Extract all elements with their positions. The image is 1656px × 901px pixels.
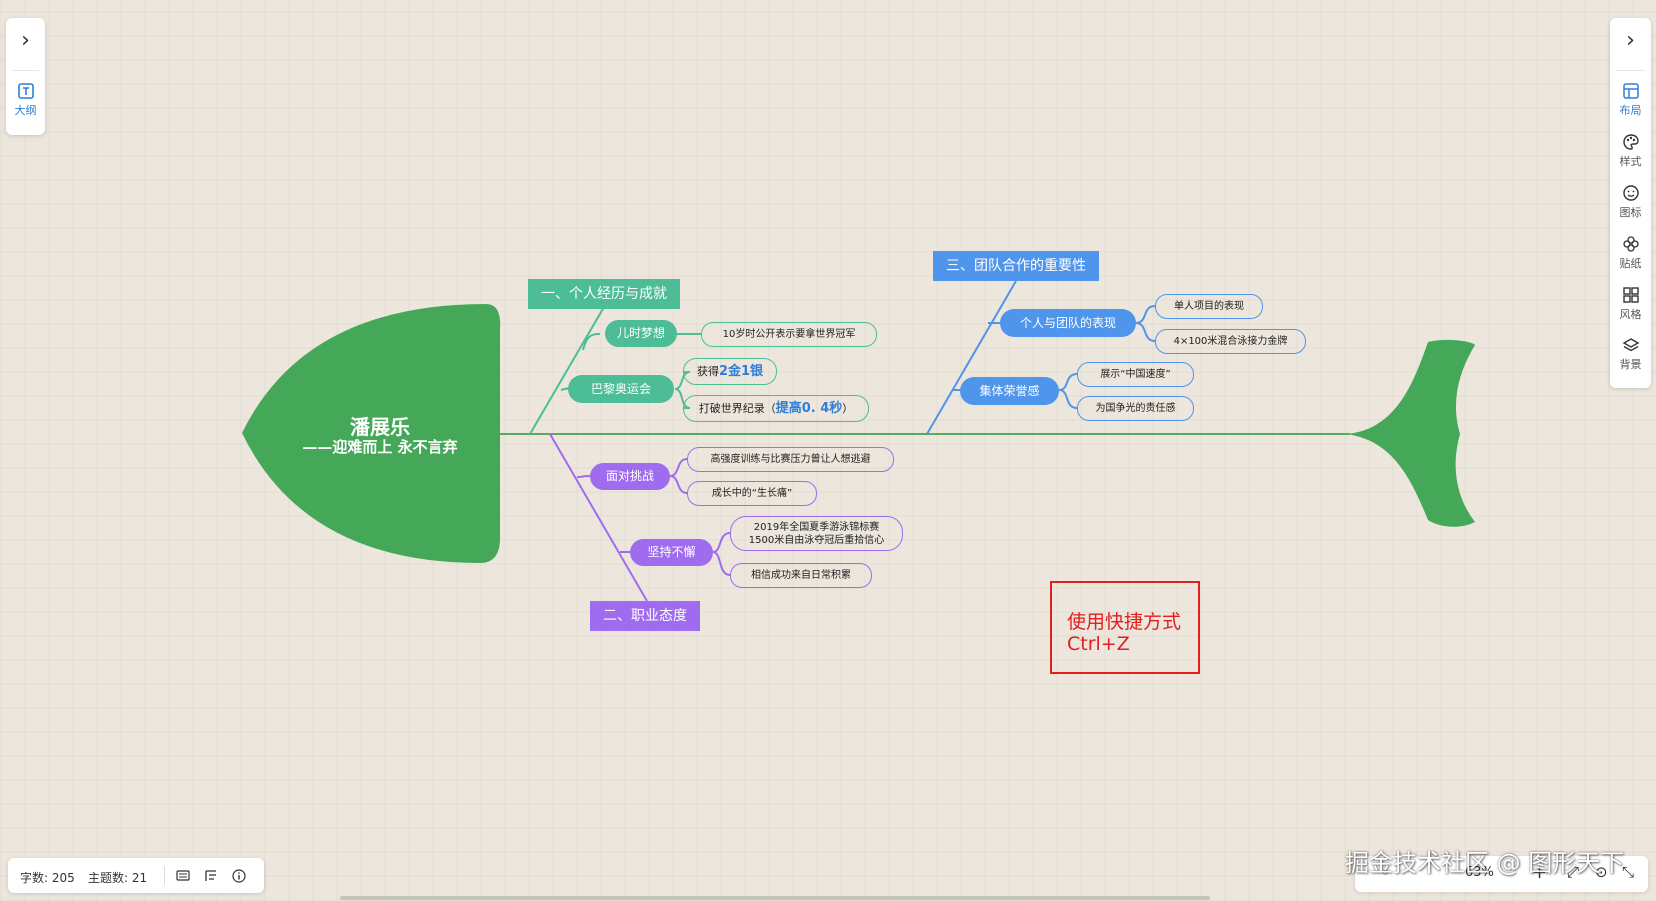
- subtopic-challenges-1[interactable]: 高强度训练与比赛压力曾让人想逃避: [687, 447, 894, 472]
- subtopic-medals[interactable]: 获得2金1银: [683, 358, 777, 385]
- tool-style-label: 样式: [1619, 155, 1642, 168]
- divider: [164, 866, 165, 885]
- tool-icon-label: 图标: [1619, 206, 1642, 219]
- annotation-line-2: Ctrl+Z: [1067, 633, 1130, 655]
- central-topic[interactable]: 潘展乐 ——迎难而上 永不言弃: [265, 416, 495, 456]
- central-subtitle: ——迎难而上 永不言弃: [302, 438, 458, 456]
- info-icon[interactable]: [232, 869, 246, 883]
- branch-3-label[interactable]: 三、团队合作的重要性: [933, 251, 1099, 281]
- lock-icon[interactable]: ◦: [1381, 864, 1390, 882]
- topic-collective-honor[interactable]: 集体荣誉感: [960, 377, 1059, 405]
- perseverance-line-2: 1500米自由泳夺冠后重拾信心: [748, 535, 885, 546]
- tool-background[interactable]: 背景: [1610, 336, 1651, 372]
- subtopic-challenges-2[interactable]: 成长中的“生长痛”: [687, 481, 817, 506]
- fish-head[interactable]: [242, 304, 501, 563]
- layers-icon: [1622, 338, 1639, 352]
- left-panel: › 大纲: [6, 18, 45, 135]
- subtopic-perseverance-2[interactable]: 相信成功来自日常积累: [730, 563, 872, 588]
- horizontal-scrollbar[interactable]: [340, 896, 1210, 900]
- smiley-icon: [1622, 185, 1639, 201]
- locate-icon[interactable]: ⊙: [1595, 863, 1608, 881]
- fullscreen-icon[interactable]: ⤡: [1622, 863, 1635, 881]
- watermark: 掘金技术社区 @ 图形天下: [1345, 849, 1625, 877]
- medals-prefix: 获得: [696, 365, 719, 378]
- topic-individual-team[interactable]: 个人与团队的表现: [1000, 309, 1136, 337]
- word-count: 字数: 205: [20, 871, 75, 885]
- chevron-right-icon: ›: [21, 28, 30, 53]
- expand-right-button[interactable]: ›: [1610, 28, 1651, 53]
- record-suffix: ）: [842, 402, 854, 415]
- tool-layout[interactable]: 布局: [1610, 82, 1651, 118]
- branch-2-lines: [549, 433, 731, 602]
- chevron-right-icon: ›: [1626, 28, 1635, 53]
- branch-1-label[interactable]: 一、个人经历与成就: [528, 279, 680, 309]
- divider: [1616, 70, 1645, 71]
- status-bar: 字数: 205 主题数: 21: [8, 858, 264, 893]
- record-emphasis: 提高0. 4秒: [775, 401, 843, 416]
- divider: [12, 70, 39, 71]
- sticker-icon: [1622, 236, 1639, 252]
- subtopic-perseverance-1[interactable]: 2019年全国夏季游泳锦标赛 1500米自由泳夺冠后重拾信心: [730, 516, 903, 551]
- subtopic-childhood-dream-1[interactable]: 10岁时公开表示要拿世界冠军: [701, 322, 877, 347]
- branch-1-lines: [529, 306, 701, 435]
- tool-sticker-label: 贴纸: [1619, 257, 1642, 270]
- perseverance-line-1: 2019年全国夏季游泳锦标赛: [753, 522, 880, 533]
- record-prefix: 打破世界纪录（: [698, 402, 776, 415]
- expand-left-button[interactable]: ›: [6, 28, 45, 53]
- layout-icon: [1622, 83, 1639, 99]
- zoom-bar: ◦ 63% + ⤢ ⊙ ⤡: [1355, 856, 1648, 892]
- grid-icon: [1622, 287, 1639, 303]
- topic-count: 主题数: 21: [88, 871, 148, 885]
- subtopic-world-record[interactable]: 打破世界纪录（提高0. 4秒）: [683, 395, 869, 422]
- outline-button[interactable]: 大纲: [6, 82, 45, 118]
- tool-theme[interactable]: 风格: [1610, 286, 1651, 322]
- subtopic-individual-1[interactable]: 单人项目的表现: [1155, 294, 1263, 319]
- tool-background-label: 背景: [1619, 358, 1642, 371]
- tool-theme-label: 风格: [1619, 308, 1642, 321]
- fit-view-icon[interactable]: ⤢: [1567, 863, 1580, 881]
- tool-sticker[interactable]: 贴纸: [1610, 235, 1651, 271]
- structure-icon[interactable]: [204, 869, 218, 882]
- topic-facing-challenges[interactable]: 面对挑战: [590, 463, 670, 490]
- zoom-level[interactable]: 63%: [1465, 865, 1494, 880]
- shortcut-annotation: 使用快捷方式 Ctrl+Z: [1050, 581, 1200, 674]
- topic-perseverance[interactable]: 坚持不懈: [630, 539, 713, 566]
- outline-icon: [17, 83, 34, 99]
- topic-paris-olympics[interactable]: 巴黎奥运会: [568, 375, 674, 403]
- tool-icon[interactable]: 图标: [1610, 184, 1651, 220]
- medals-emphasis: 2金1银: [718, 364, 764, 379]
- subtopic-honor-1[interactable]: 展示“中国速度”: [1077, 362, 1194, 387]
- branch-3-lines: [926, 280, 1156, 435]
- right-panel: › 布局 样式 图标 贴纸: [1610, 18, 1651, 388]
- outline-label: 大纲: [14, 104, 37, 117]
- topic-childhood-dream[interactable]: 儿时梦想: [605, 320, 677, 347]
- annotation-line-1: 使用快捷方式: [1067, 611, 1182, 633]
- subtopic-honor-2[interactable]: 为国争光的责任感: [1077, 396, 1194, 421]
- tool-style[interactable]: 样式: [1610, 133, 1651, 169]
- palette-icon: [1622, 134, 1639, 150]
- zoom-in-icon[interactable]: +: [1532, 862, 1548, 883]
- branch-2-label[interactable]: 二、职业态度: [590, 601, 700, 631]
- keyboard-icon[interactable]: [176, 869, 190, 882]
- tool-layout-label: 布局: [1619, 104, 1642, 117]
- fish-tail[interactable]: [1346, 339, 1475, 527]
- subtopic-individual-2[interactable]: 4×100米混合泳接力金牌: [1155, 329, 1306, 354]
- central-title: 潘展乐: [350, 415, 410, 439]
